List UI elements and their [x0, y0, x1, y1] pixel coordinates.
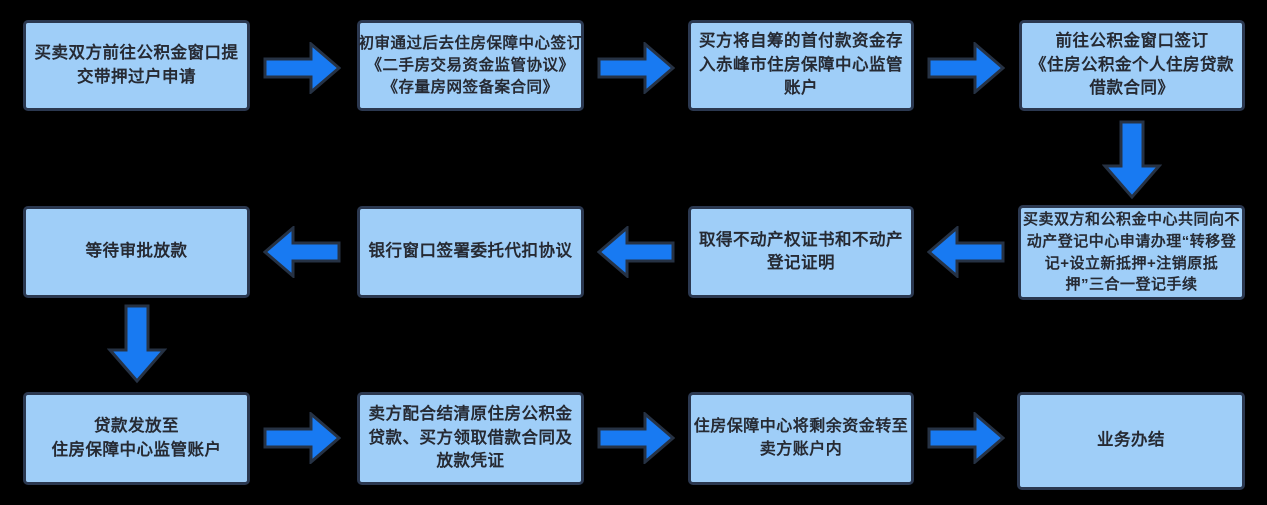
- flow-step-11: 住房保障中心将剩余资金转至 卖方账户内: [688, 392, 914, 485]
- arrow-down-icon: [1102, 120, 1162, 200]
- flow-step-3: 买方将自筹的首付款资金存 入赤峰市住房保障中心监管 账户: [688, 20, 914, 111]
- arrow-right-icon: [597, 42, 675, 94]
- flow-step-7: 银行窗口签署委托代扣协议: [357, 206, 584, 298]
- flow-step-2: 初审通过后去住房保障中心签订 《二手房交易资金监管协议》 《存量房网签备案合同》: [357, 20, 584, 111]
- arrow-down-icon: [107, 304, 167, 384]
- flow-step-12: 业务办结: [1017, 392, 1245, 490]
- arrow-right-icon: [597, 412, 675, 464]
- flow-step-1: 买卖双方前往公积金窗口提 交带押过户申请: [23, 20, 250, 111]
- flow-step-4: 前往公积金窗口签订 《住房公积金个人住房贷款 借款合同》: [1019, 20, 1245, 111]
- arrow-left-icon: [927, 226, 1005, 278]
- flow-step-5: 买卖双方和公积金中心共同向不 动产登记中心申请办理“转移登 记+设立新抵押+注销…: [1018, 205, 1245, 300]
- arrow-left-icon: [263, 226, 341, 278]
- arrow-left-icon: [597, 226, 675, 278]
- flow-step-8: 等待审批放款: [23, 206, 250, 298]
- flow-step-9: 贷款发放至 住房保障中心监管账户: [23, 392, 250, 485]
- flow-step-10: 卖方配合结清原住房公积金 贷款、买方领取借款合同及 放款凭证: [357, 392, 584, 485]
- arrow-right-icon: [927, 412, 1005, 464]
- arrow-right-icon: [927, 42, 1005, 94]
- arrow-right-icon: [263, 412, 341, 464]
- flow-step-6: 取得不动产权证书和不动产 登记证明: [688, 206, 914, 298]
- arrow-right-icon: [263, 42, 341, 94]
